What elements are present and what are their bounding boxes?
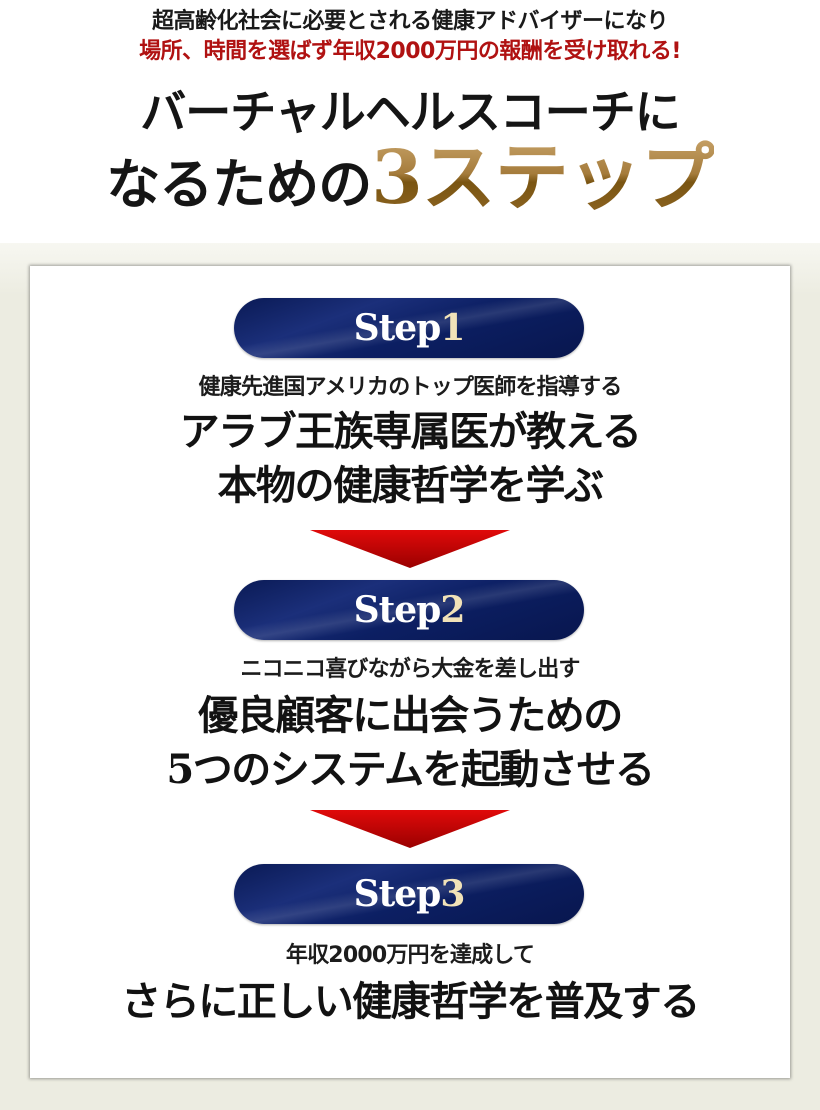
title-line-1: バーチャルヘルスコーチに bbox=[140, 85, 681, 139]
step-number: 3 bbox=[440, 873, 465, 915]
title-line-2: なるための3ステップ bbox=[0, 140, 820, 222]
step-3-main-line-1: さらに正しい健康哲学を普及する bbox=[121, 978, 700, 1025]
subtitle-line-2: 場所、時間を選ばず年収2000万円の報酬を受け取れる! bbox=[139, 39, 681, 64]
step-3-lead: 年収2000万円を達成して bbox=[285, 943, 535, 968]
step-2-main-line-2: 5つのシステムを起動させる bbox=[166, 746, 655, 793]
step-1-lead: 健康先進国アメリカのトップ医師を指導する bbox=[198, 375, 623, 400]
step-word: Step bbox=[353, 589, 442, 631]
title-prefix: なるための bbox=[106, 152, 372, 216]
step-1-main-line-1: アラブ王族専属医が教える bbox=[179, 408, 642, 455]
steps-card: Step1 健康先進国アメリカのトップ医師を指導する アラブ王族専属医が教える … bbox=[30, 266, 790, 1078]
subtitle-line-1: 超高齢化社会に必要とされる健康アドバイザーになり bbox=[151, 9, 669, 34]
step-2-label: Step2 bbox=[353, 589, 466, 631]
step-1-badge: Step1 bbox=[234, 298, 584, 358]
header: 超高齢化社会に必要とされる健康アドバイザーになり 場所、時間を選ばず年収2000… bbox=[0, 0, 820, 243]
down-arrow-icon bbox=[310, 530, 510, 568]
title-highlight: 3ステップ bbox=[371, 135, 714, 221]
step-2-badge: Step2 bbox=[234, 580, 584, 640]
step-2-lead: ニコニコ喜びながら大金を差し出す bbox=[240, 657, 580, 682]
step-number: 1 bbox=[440, 307, 465, 349]
step-3-label: Step3 bbox=[353, 873, 466, 915]
step-2-main-line-1: 優良顧客に出会うための bbox=[198, 692, 623, 739]
step-1-label: Step1 bbox=[353, 307, 466, 349]
step-word: Step bbox=[353, 873, 442, 915]
step-1-main-line-2: 本物の健康哲学を学ぶ bbox=[217, 462, 605, 509]
step-number: 2 bbox=[440, 589, 465, 631]
down-arrow-icon bbox=[310, 810, 510, 848]
step-word: Step bbox=[353, 307, 442, 349]
step-3-badge: Step3 bbox=[234, 864, 584, 924]
